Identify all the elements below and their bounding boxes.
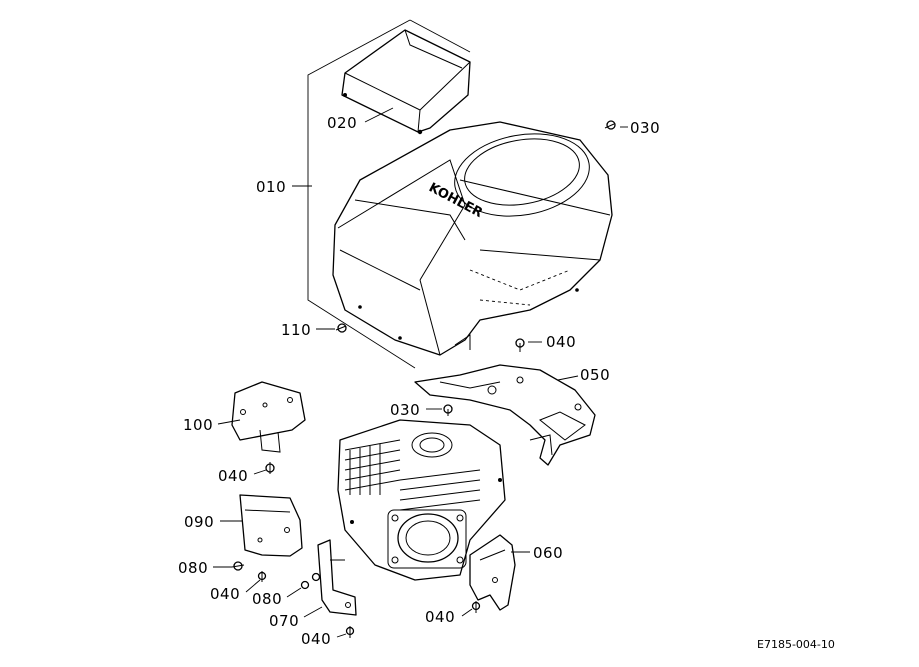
screw-040-bottom xyxy=(345,626,355,638)
engine-cylinder-block xyxy=(337,419,506,581)
part-020-cover xyxy=(341,29,471,135)
screw-040-right xyxy=(471,601,481,613)
screw-040-left xyxy=(265,462,275,474)
callout-060: 060 xyxy=(533,544,563,562)
callout-030-mid: 030 xyxy=(390,401,420,419)
callout-070: 070 xyxy=(269,612,299,630)
screw-030-mid xyxy=(443,404,453,416)
part-010-blower-housing: KOHLER xyxy=(332,121,613,356)
callout-040-bottom: 040 xyxy=(301,630,331,648)
part-100-shroud xyxy=(231,381,306,453)
callout-110: 110 xyxy=(281,321,311,339)
callout-010: 010 xyxy=(256,178,286,196)
part-090-shroud xyxy=(239,494,303,557)
callout-050: 050 xyxy=(580,366,610,384)
assembly-bracket xyxy=(307,19,471,369)
leader-lines xyxy=(213,107,628,638)
callout-080-mid: 080 xyxy=(252,590,282,608)
screw-030-top xyxy=(604,120,616,130)
callout-040-left: 040 xyxy=(218,467,248,485)
callout-100: 100 xyxy=(183,416,213,434)
figure-reference: E7185-004-10 xyxy=(757,638,835,651)
callout-040-lowleft: 040 xyxy=(210,585,240,603)
part-060-baffle xyxy=(469,534,516,611)
part-070-bracket xyxy=(317,539,357,616)
callout-040-right: 040 xyxy=(425,608,455,626)
screw-040-upper xyxy=(515,338,525,352)
callout-020: 020 xyxy=(327,114,357,132)
screw-040-lowleft xyxy=(257,571,267,582)
screw-110 xyxy=(335,323,347,333)
screw-080-left xyxy=(231,561,245,571)
callout-040-upper: 040 xyxy=(546,333,576,351)
screw-080-mid xyxy=(300,572,321,590)
callout-labels: 020 030 010 110 040 050 030 100 040 090 … xyxy=(178,114,660,648)
callout-030-top: 030 xyxy=(630,119,660,137)
part-050-baffle xyxy=(414,364,596,466)
callout-090: 090 xyxy=(184,513,214,531)
callout-080-left: 080 xyxy=(178,559,208,577)
